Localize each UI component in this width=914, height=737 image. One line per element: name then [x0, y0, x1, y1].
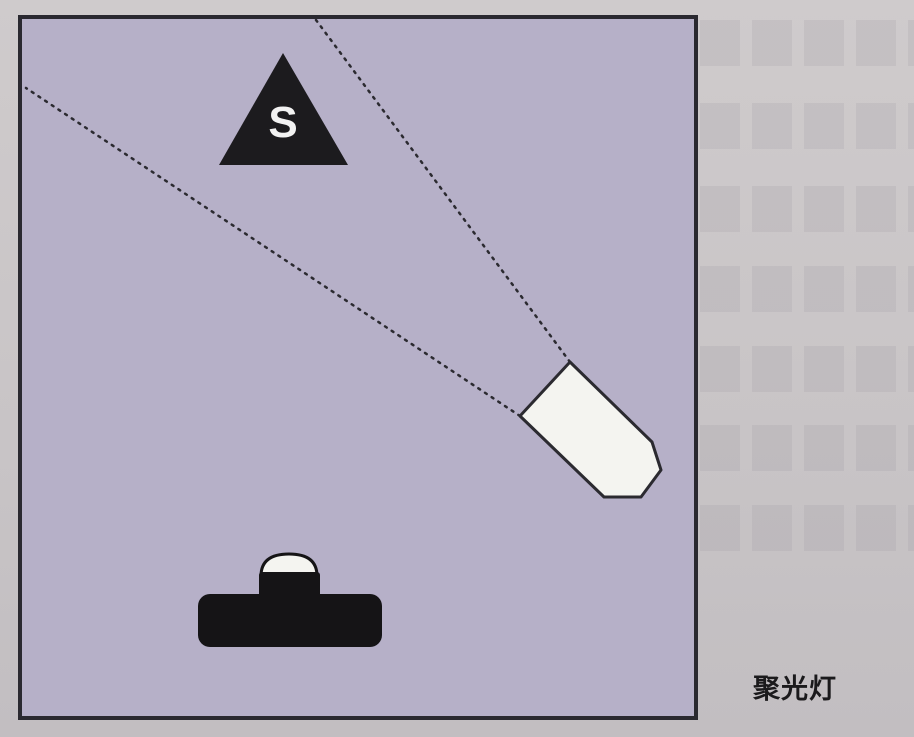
diagram-caption: 聚光灯: [753, 674, 837, 705]
spotlight-icon: [518, 360, 663, 499]
background-text-line: [700, 505, 914, 551]
background-text-line: [700, 346, 914, 392]
background-text-line: [700, 20, 914, 66]
spotlight-body: [518, 360, 663, 499]
background-text-line: [700, 186, 914, 232]
background-text-line: [700, 425, 914, 471]
subject-triangle-icon: [219, 53, 348, 165]
background-text-line: [700, 266, 914, 312]
camera-icon: [198, 552, 382, 647]
light-beam-edge-lower: [24, 86, 522, 418]
camera-lens-dome: [259, 552, 319, 578]
subject-marker: S: [219, 53, 348, 165]
light-beam-edge-upper: [314, 18, 572, 364]
camera-body: [198, 594, 382, 647]
subject-label: S: [268, 98, 297, 147]
background-text-line: [700, 103, 914, 149]
